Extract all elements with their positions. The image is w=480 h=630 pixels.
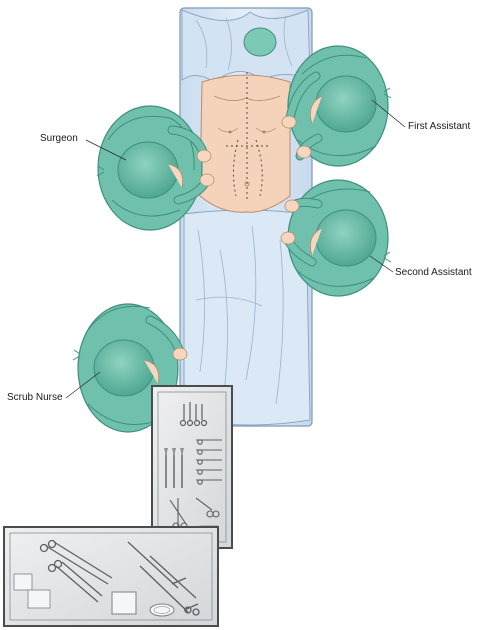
second-assistant-label: Second Assistant	[395, 267, 472, 278]
first-assistant-figure	[281, 45, 392, 167]
first-assistant-label: First Assistant	[408, 121, 471, 132]
back-instrument-table	[3, 526, 219, 627]
second-assistant-figure	[280, 179, 392, 297]
surgeon-label: Surgeon	[40, 133, 78, 144]
mayo-instrument-tray	[151, 385, 233, 549]
second-assistant-leader-line	[369, 255, 394, 273]
callout-leaders	[65, 99, 406, 399]
patient	[199, 27, 291, 213]
surgeon-leader-line	[85, 139, 127, 161]
first-assistant-leader-line	[371, 99, 406, 128]
scrub-nurse-leader-line	[65, 371, 101, 399]
surgeon-figure	[96, 105, 215, 231]
scrub-nurse-label: Scrub Nurse	[7, 392, 63, 403]
